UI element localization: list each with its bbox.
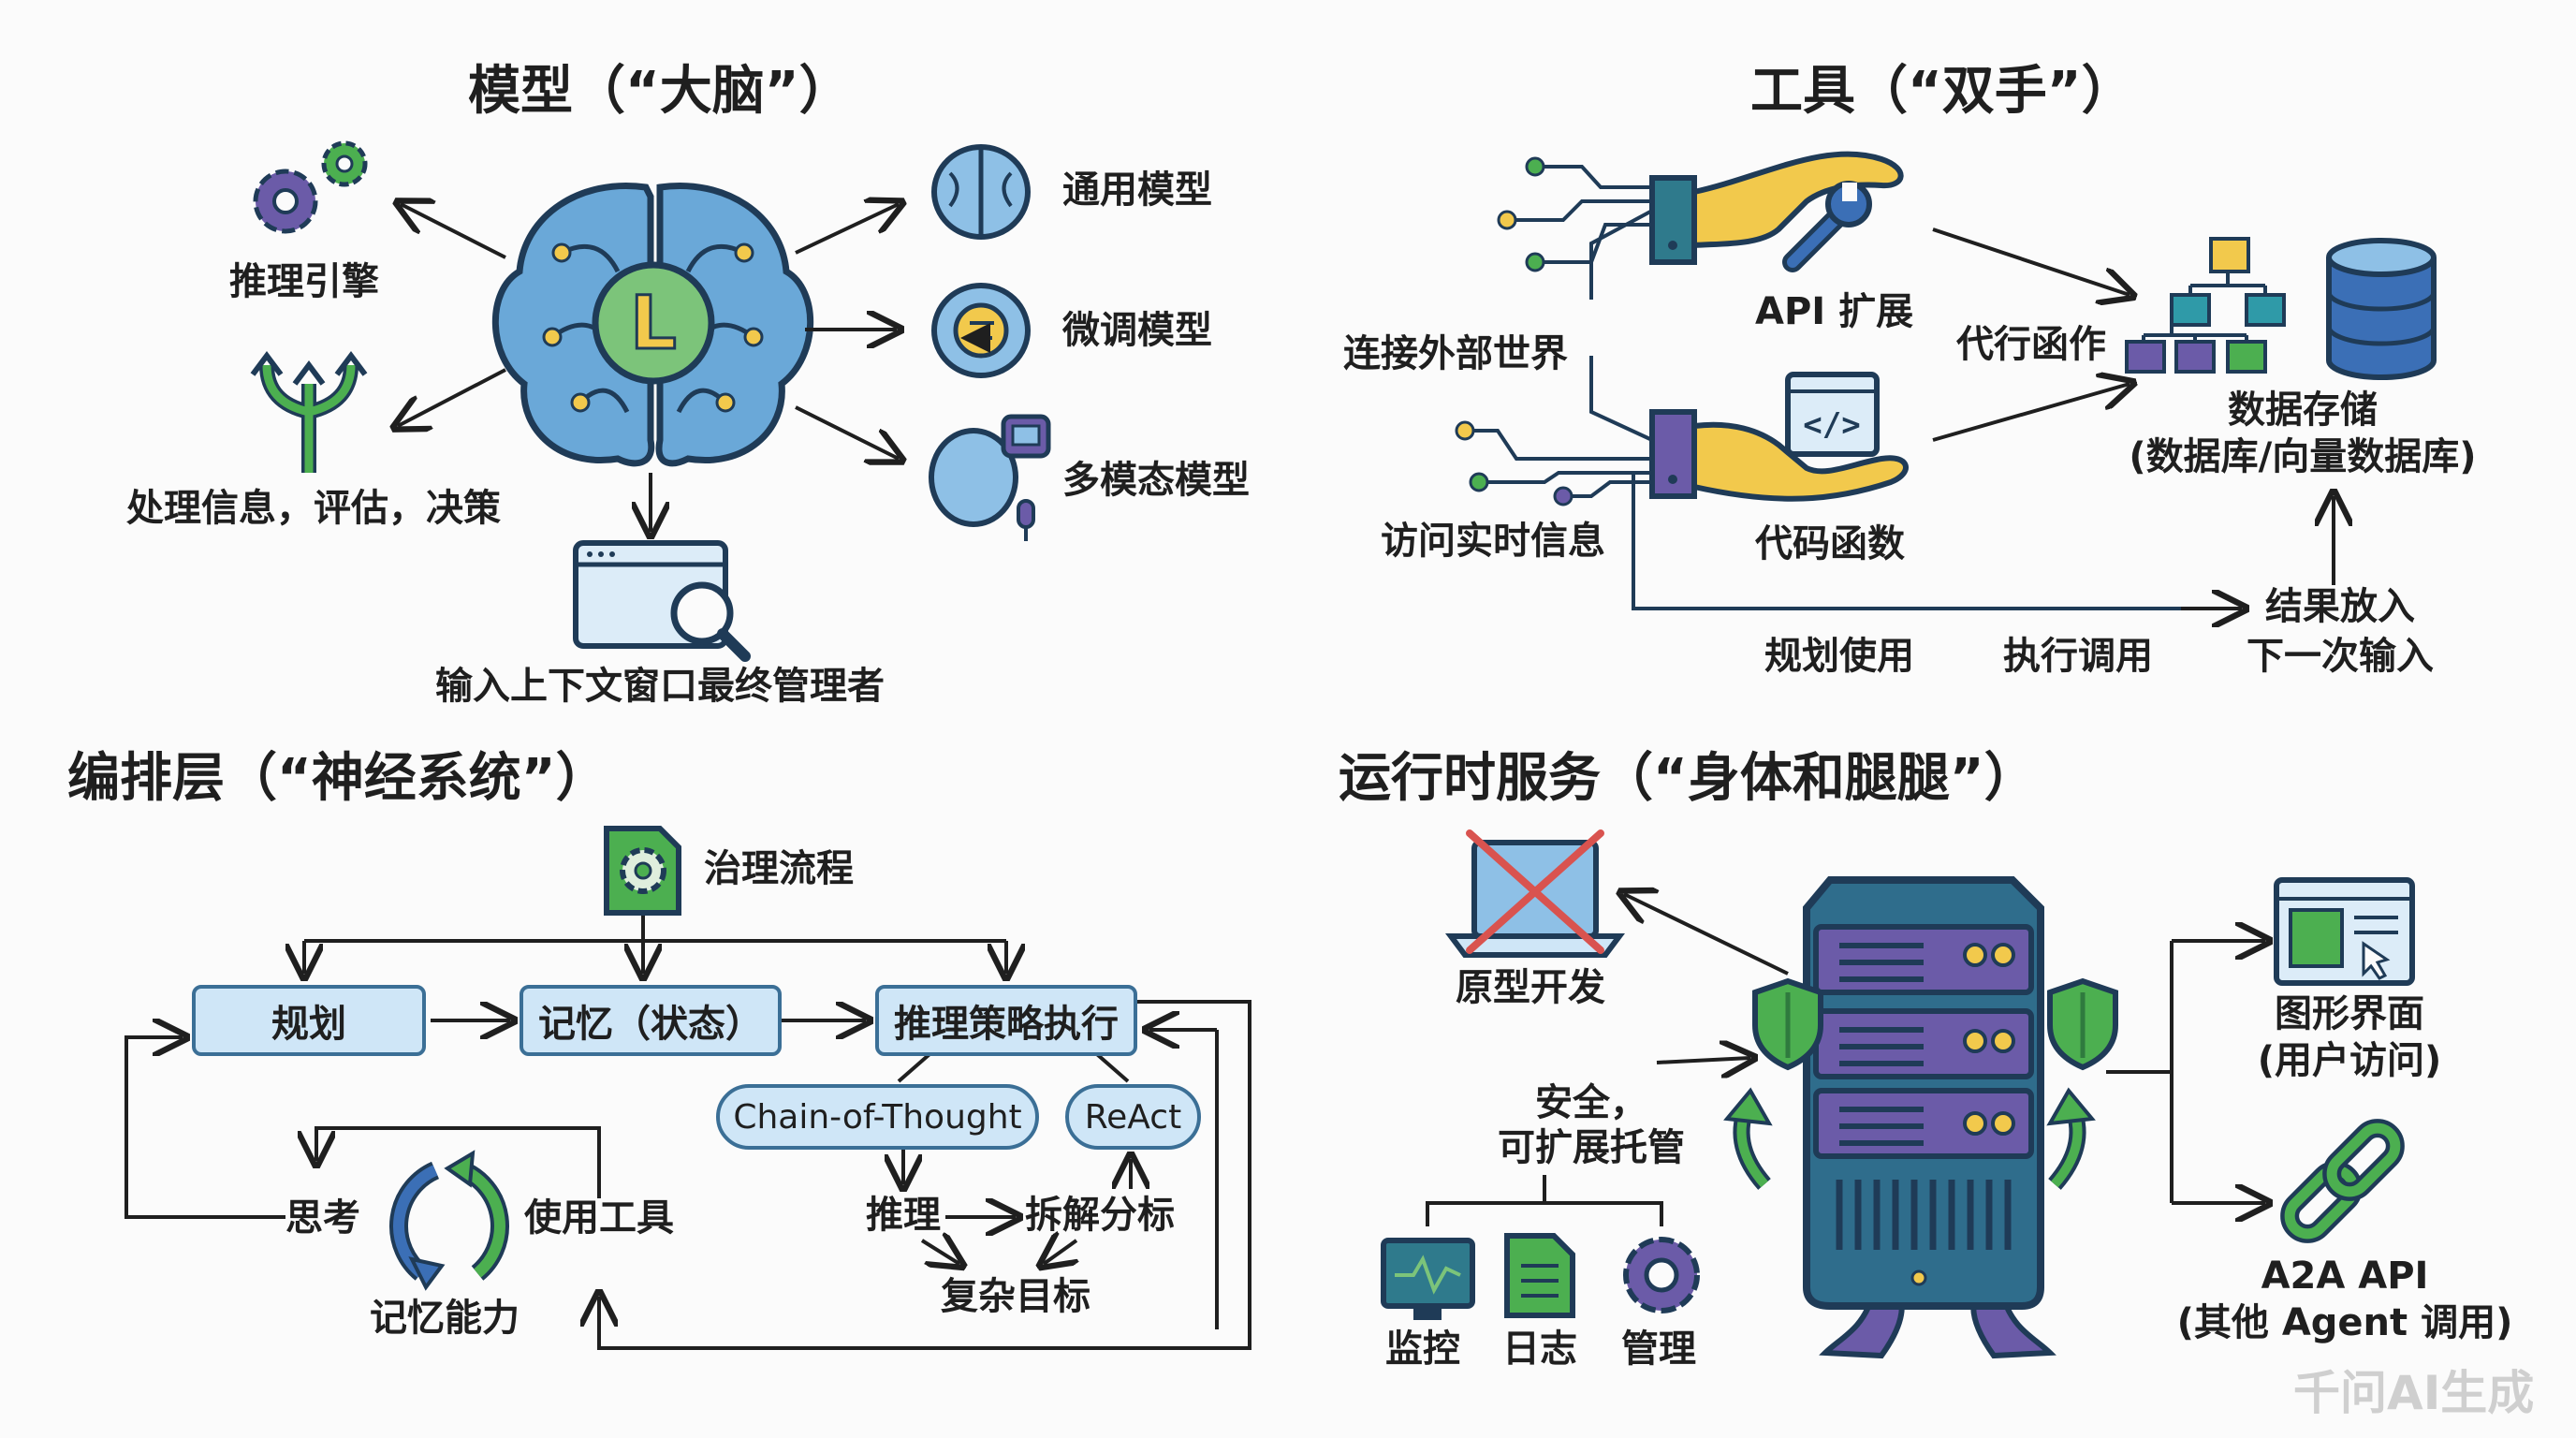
reasoning-engine-label: 推理引擎 [229, 260, 379, 303]
small-brain-icon-general [931, 144, 1031, 240]
gui-label-line1: 图形界面 [2275, 992, 2424, 1035]
outer-loop-lines [124, 1000, 1251, 1350]
realtime-info-label: 访问实时信息 [1381, 520, 1605, 563]
server-output-branches [2106, 941, 2265, 1203]
reasoning-arrows [903, 1150, 1131, 1264]
secure-to-tools-connector [1426, 1175, 1663, 1226]
scale-up-arrow-right [2046, 1087, 2096, 1190]
server-icon [1803, 876, 2056, 1359]
upper-hand-icon [1649, 151, 1904, 265]
code-function-label: 代码函数 [1755, 522, 1905, 565]
arrow-secure-to-server [1656, 1058, 1750, 1063]
log-document-icon [1504, 1233, 1575, 1318]
svg-text:</>: </> [1803, 406, 1860, 444]
storage-label-line1: 数据存储 [2228, 389, 2378, 432]
manage-gear-icon [1623, 1237, 1700, 1313]
cycle-arrows-icon [389, 1150, 509, 1291]
memory-ability-label: 记忆能力 [370, 1297, 520, 1340]
chain-link-icon [2280, 1119, 2405, 1243]
gui-window-icon [2274, 877, 2415, 986]
logs-label: 日志 [1502, 1328, 1577, 1371]
database-icon [2326, 238, 2437, 380]
orchestration-title: 编排层（“神经系统”） [67, 748, 608, 809]
wrench-icon [1782, 181, 1872, 272]
use-tools-label: 使用工具 [524, 1196, 674, 1240]
circuit-lines [1465, 165, 2242, 610]
a2a-label-line1: A2A API [2261, 1255, 2429, 1298]
reasoning-strategy-box: 推理策略执行 [875, 985, 1137, 1056]
connect-world-label: 连接外部世界 [1343, 332, 1568, 375]
secure-label-line2: 可扩展托管 [1498, 1126, 1685, 1169]
gears-icon [253, 140, 368, 234]
hierarchy-icon [2125, 237, 2286, 374]
small-brain-icon-finetuned [931, 283, 1031, 378]
lower-hand-icon [1649, 409, 1909, 502]
context-window-label: 输入上下文窗口最终管理者 [435, 665, 885, 708]
chain-of-thought-pill: Chain-of-Thought [716, 1084, 1039, 1150]
tools-title: 工具（“双手”） [1750, 61, 2134, 122]
arrow-upper-to-storage [1932, 227, 2130, 295]
exec-call-label: 执行调用 [2003, 635, 2153, 678]
memory-state-box: 记忆（状态） [520, 985, 782, 1056]
circuit-nodes [1455, 156, 1573, 506]
trident-icon [250, 351, 368, 473]
arrow-lower-to-storage [1932, 384, 2130, 442]
complex-goal-label: 复杂目标 [941, 1275, 1090, 1318]
context-window-icon [573, 540, 751, 662]
think-label: 思考 [285, 1196, 360, 1240]
multimodal-model-label: 多模态模型 [1062, 459, 1250, 502]
shield-icon-left [1752, 977, 1823, 1071]
general-model-label: 通用模型 [1062, 169, 1212, 212]
secure-label-line1: 安全， [1535, 1081, 1647, 1124]
brain-center-letter: L [630, 282, 677, 366]
brain-icon [491, 183, 814, 467]
laptop-crossed-icon [1445, 829, 1625, 958]
watermark: 千问AI生成 [2293, 1366, 2535, 1420]
storage-label-line2: (数据库/向量数据库) [2129, 435, 2477, 478]
monitor-icon [1381, 1238, 1475, 1320]
arrow-brain-to-multimodal [795, 405, 899, 459]
finetuned-model-label: 微调模型 [1062, 309, 1212, 352]
small-brain-icon-multimodal [929, 414, 1051, 541]
plan-use-label: 规划使用 [1764, 635, 1914, 678]
decompose-label: 拆解分标 [1025, 1194, 1175, 1237]
prototype-label: 原型开发 [1456, 966, 1605, 1009]
monitor-label: 监控 [1385, 1328, 1460, 1371]
gui-label-line2: (用户访问) [2257, 1039, 2442, 1082]
arrow-brain-to-process [398, 368, 506, 426]
governance-connectors [304, 916, 1006, 974]
scale-up-arrow-left [1723, 1087, 1773, 1190]
proxy-function-label: 代行函作 [1956, 323, 2106, 366]
governance-gear-icon [604, 826, 681, 916]
governance-label: 治理流程 [704, 847, 854, 890]
model-title: 模型（“大脑”） [468, 61, 852, 122]
plan-box: 规划 [192, 985, 426, 1056]
manage-label: 管理 [1621, 1328, 1696, 1371]
react-pill: ReAct [1065, 1084, 1201, 1150]
process-info-label: 处理信息，评估，决策 [126, 487, 501, 530]
api-extension-label: API 扩展 [1755, 290, 1914, 333]
result-label-line2: 下一次输入 [2247, 635, 2434, 678]
runtime-title: 运行时服务（“身体和腿腿”） [1339, 748, 2037, 809]
shield-icon-right [2047, 977, 2118, 1071]
a2a-label-line2: (其他 Agent 调用) [2176, 1301, 2513, 1344]
code-window-icon: </> [1785, 372, 1880, 457]
arrow-brain-to-general [795, 204, 899, 255]
arrow-brain-to-reasoning [401, 204, 506, 259]
reasoning-label: 推理 [866, 1194, 941, 1237]
arrow-server-to-prototype [1624, 894, 1789, 976]
result-label-line1: 结果放入 [2265, 585, 2415, 628]
